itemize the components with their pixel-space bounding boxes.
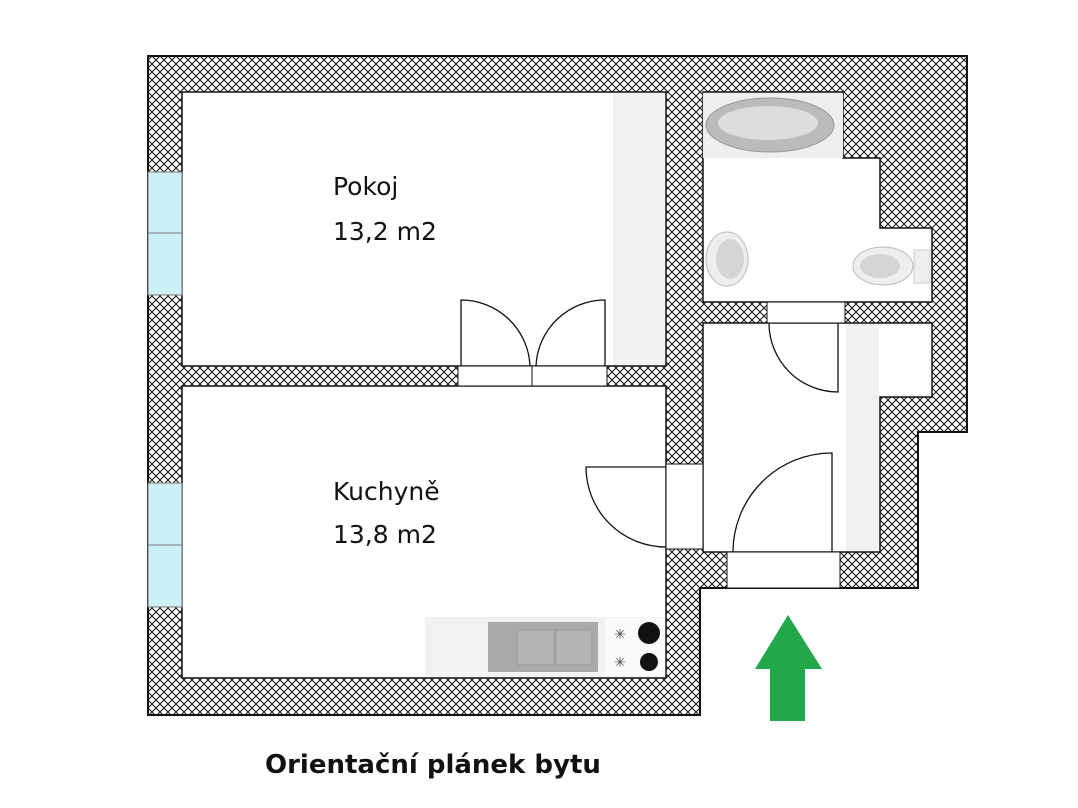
- room-area-kuchyne: 13,8 m2: [333, 520, 437, 549]
- window: [147, 171, 183, 608]
- svg-text:✳: ✳: [614, 655, 626, 671]
- svg-text:✳: ✳: [614, 627, 626, 643]
- hall-wardrobe: [846, 324, 879, 551]
- closet: [613, 93, 665, 365]
- room-name-pokoj: Pokoj: [333, 172, 399, 201]
- entrance-arrow-icon: [755, 615, 822, 721]
- door-swings: [460, 299, 839, 553]
- bathtub-icon: [703, 93, 843, 158]
- room-name-kuchyne: Kuchyně: [333, 477, 440, 506]
- kitchen-sink-icon: [488, 622, 598, 672]
- room-pokoj: [181, 91, 667, 367]
- doorway-bath: [766, 301, 846, 324]
- toilet-icon: [852, 246, 931, 286]
- plan-title: Orientační plánek bytu: [265, 750, 601, 780]
- washbasin-icon: [705, 231, 749, 287]
- doorway-kitchen-hall: [665, 463, 704, 550]
- stove-icon: ✳ ✳: [605, 618, 665, 676]
- room-area-pokoj: 13,2 m2: [333, 217, 437, 246]
- doorway-entrance: [726, 551, 841, 589]
